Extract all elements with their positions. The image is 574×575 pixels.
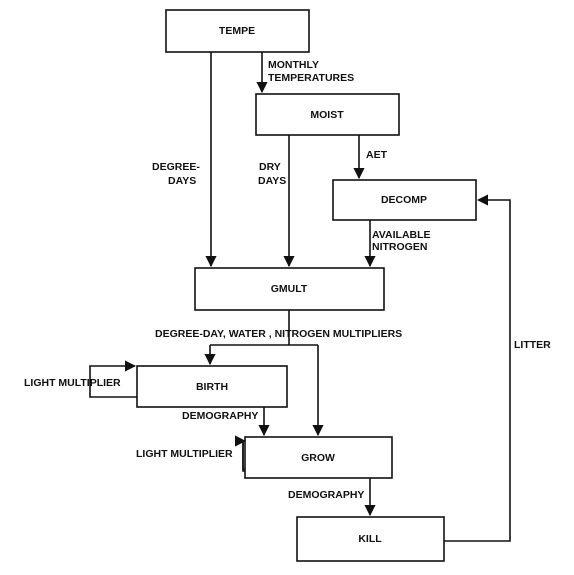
box-gmult: GMULT	[194, 267, 385, 311]
box-gmult-label: GMULT	[271, 283, 308, 295]
box-tempe: TEMPE	[165, 9, 310, 53]
box-birth-label: BIRTH	[196, 381, 228, 393]
box-kill: KILL	[296, 516, 445, 562]
loop-grow-light	[234, 435, 247, 472]
label-dry-days: DAYS	[258, 175, 286, 187]
label-demography-grow: DEMOGRAPHY	[288, 489, 364, 501]
box-decomp: DECOMP	[332, 179, 477, 221]
box-moist: MOIST	[255, 93, 400, 136]
label-degree: DEGREE-	[152, 161, 200, 173]
loop-birth-light	[89, 360, 137, 398]
box-decomp-label: DECOMP	[381, 194, 427, 206]
box-kill-label: KILL	[358, 533, 382, 545]
box-grow: GROW	[244, 436, 393, 479]
label-available: AVAILABLE	[372, 229, 431, 241]
label-dry: DRY	[259, 161, 281, 173]
label-demography-birth: DEMOGRAPHY	[182, 410, 258, 422]
label-litter: LITTER	[514, 339, 551, 351]
label-light-multiplier-grow: LIGHT MULTIPLIER	[136, 448, 233, 460]
label-multipliers: DEGREE-DAY, WATER , NITROGEN MULTIPLIERS	[155, 328, 402, 340]
label-temperatures: TEMPERATURES	[268, 72, 354, 84]
label-aet: AET	[366, 149, 388, 161]
label-nitrogen: NITROGEN	[372, 241, 427, 253]
box-birth: BIRTH	[136, 365, 288, 408]
label-degree-days: DAYS	[168, 175, 196, 187]
box-grow-label: GROW	[301, 452, 335, 464]
arrow-kill-decomp-litter	[444, 194, 511, 542]
label-monthly: MONTHLY	[268, 59, 319, 71]
box-moist-label: MOIST	[310, 109, 344, 121]
box-tempe-label: TEMPE	[219, 25, 255, 37]
label-light-multiplier-birth: LIGHT MULTIPLIER	[24, 377, 121, 389]
